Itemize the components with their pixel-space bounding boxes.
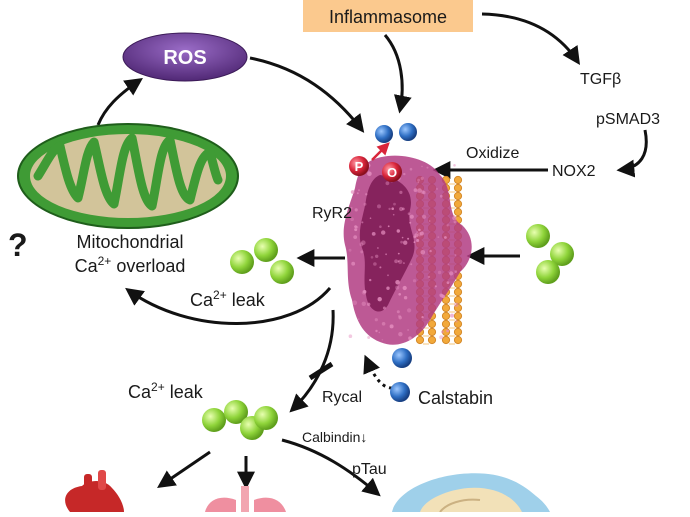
rycal-label: Rycal <box>322 389 362 406</box>
ca-cluster-left <box>230 238 294 284</box>
ca-cluster-bottom <box>202 400 278 440</box>
phospho-sites: P O <box>349 142 402 182</box>
ryr2-channel <box>343 155 472 345</box>
mitochondrion-icon <box>17 123 239 229</box>
calstabin-sphere-bound <box>392 348 412 368</box>
arrow-ros-to-ryr2 <box>249 56 365 133</box>
ptau-label: pTau <box>352 461 387 478</box>
ros-ellipse <box>122 32 248 82</box>
calstabin-sphere <box>390 382 410 402</box>
arrow-calstabin-dotted <box>363 354 393 390</box>
calstabin-label: Calstabin <box>418 388 493 408</box>
heart-icon <box>65 470 124 512</box>
calbindin-label: Calbindin↓ <box>302 429 367 445</box>
arrow-inflammasome-to-ryr2 <box>383 34 412 114</box>
ca-leak-label-bottom: Ca2+ leak <box>128 380 204 402</box>
arrows <box>96 12 648 497</box>
arrow-ca-leak-to-mito <box>125 287 332 325</box>
arrow-mito-to-ros <box>96 77 143 126</box>
brain-icon <box>392 473 550 513</box>
mito-label-line2: Ca2+ overload <box>75 254 186 276</box>
red-release-arrow <box>371 142 390 161</box>
rycal-inhibition-bar <box>308 361 334 381</box>
lung-icon <box>205 486 286 512</box>
question-mark: ? <box>8 227 28 263</box>
tgfb-label: TGFβ <box>580 71 621 88</box>
oxidize-label: Oxidize <box>466 145 519 162</box>
calstabin-sphere-released-1 <box>375 125 393 143</box>
ca-leak-label-top: Ca2+ leak <box>190 288 266 310</box>
ros-node: ROS <box>122 32 248 82</box>
arrow-ca-to-brain <box>281 438 381 497</box>
arrow-inflammasome-to-tgfb <box>481 12 580 65</box>
inflammasome-node: Inflammasome <box>303 0 473 32</box>
phospho-o-circle <box>382 162 402 182</box>
nox2-label: NOX2 <box>552 163 596 180</box>
ryr2-label: RyR2 <box>312 205 352 222</box>
phospho-p-label: P <box>355 159 364 174</box>
inflammasome-label: Inflammasome <box>329 7 447 27</box>
psmad3-label: pSMAD3 <box>596 111 660 128</box>
phospho-o-label: O <box>387 165 397 180</box>
arrow-ca-to-heart <box>157 450 211 489</box>
phospho-p-circle <box>349 156 369 176</box>
mito-label-line1: Mitochondrial <box>76 232 183 252</box>
arrow-psmad3-to-nox2 <box>616 129 648 178</box>
inflammasome-box <box>303 0 473 32</box>
arrow-ryr2-to-ca-bottom <box>289 309 335 413</box>
ros-label: ROS <box>163 47 206 69</box>
calstabin-sphere-released-2 <box>399 123 417 141</box>
ca-cluster-right <box>526 224 574 284</box>
